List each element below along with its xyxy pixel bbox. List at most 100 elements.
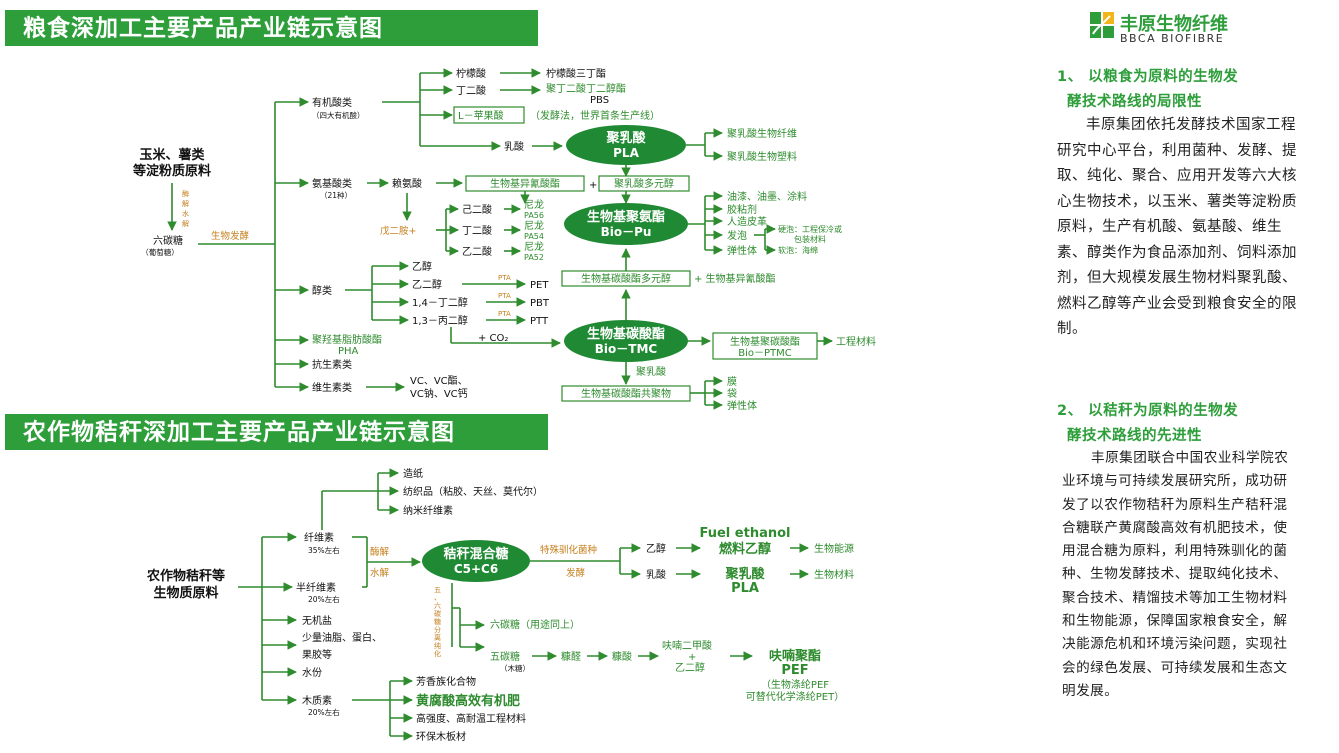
mixed-sugar-line1: 秸秆混合糖 [443, 546, 508, 562]
enzymolysis-label: 酶解 [370, 546, 390, 558]
fdca-line2: 乙二醇 [675, 661, 705, 674]
fdca-line1: 呋喃二甲酸 [662, 639, 712, 652]
oils-line1: 少量油脂、蛋白、 [302, 631, 382, 644]
grain-source-line2: 等淀粉质原料 [132, 163, 211, 179]
pbs-label-line1: 聚丁二酸丁二醇酯 [546, 82, 626, 95]
grain-chain: 玉米、薯类 等淀粉质原料 酶 解 水 解 六碳糖 （葡萄糖） 生物发酵 有机酸类… [132, 67, 876, 412]
vitamin-c-line2: VC钠、VC钙 [410, 387, 468, 400]
separation-char-7: 离 [434, 633, 441, 642]
eco-wood-board: 环保木板材 [416, 730, 466, 743]
polycarbonate-polyol: 生物基碳酸酯多元醇 [581, 272, 671, 285]
fuel-ethanol-cn: 燃料乙醇 [719, 541, 771, 557]
glucose-node: 六碳糖 [153, 234, 183, 247]
organic-acids-sub: （四大有机酸） [312, 110, 365, 120]
elastomer-product: 弹性体 [727, 399, 757, 412]
foam-hard-l1: 硬泡：工程保冷或 [778, 224, 842, 234]
vitamins-node: 维生素类 [312, 381, 352, 394]
section-heading-2-line2: 酵技术路线的先进性 [1067, 428, 1202, 444]
vitamin-c-line1: VC、VC酯、 [410, 375, 468, 387]
alcohols-node: 醇类 [312, 284, 332, 297]
lignin-pct: 20%左右 [308, 707, 340, 717]
succinic-acid: 丁二酸 [456, 84, 486, 97]
separation-char-6: 分 [434, 625, 441, 634]
foam-soft: 软泡：海绵 [778, 245, 818, 255]
ptmc-line1: 生物基聚碳酸酯 [730, 335, 800, 348]
oxalic-acid: 乙二酸 [462, 245, 492, 258]
pu-adhesive: 胶粘剂 [727, 203, 757, 216]
separation-char-4: 碳 [434, 609, 441, 618]
pta-label-1: PTA [498, 274, 511, 282]
industry-chain-diagram: 玉米、薯类 等淀粉质原料 酶 解 水 解 六碳糖 （葡萄糖） 生物发酵 有机酸类… [132, 67, 876, 743]
pla-fiber: 聚乳酸生物纤维 [727, 127, 797, 140]
pentanediamine: 戊二胺+ [380, 225, 416, 237]
section-heading-1-line1: 1、 以粮食为原料的生物发 [1057, 69, 1239, 85]
pta-label-2: PTA [498, 292, 511, 300]
amino-acids-node: 氨基酸类 [312, 177, 352, 190]
pu-oval-line2: Bio－Pu [601, 225, 652, 239]
straw-ethanol: 乙醇 [646, 542, 666, 555]
water-content: 水份 [302, 667, 322, 679]
hexose-use: 六碳糖（用途同上） [490, 618, 580, 631]
hydrolysis-label: 水解 [370, 567, 390, 579]
nylon-pa52-l2: PA52 [524, 253, 544, 262]
engineering-material: 工程材料 [836, 335, 876, 348]
pef-line1: 呋喃聚酯 [769, 648, 821, 664]
grain-source-line1: 玉米、薯类 [139, 147, 205, 163]
enzyme-char-4: 解 [182, 219, 189, 228]
pu-leather: 人造皮革 [727, 215, 767, 228]
hemicellulose-node: 半纤维素 [296, 581, 336, 594]
pbt-product: PBT [530, 298, 550, 309]
ethanol: 乙醇 [412, 260, 432, 273]
straw-pla-cn: 聚乳酸 [724, 566, 765, 582]
straw-diagram-title-banner: 农作物秸秆深加工主要产品产业链示意图 [5, 414, 548, 450]
special-strain-label: 特殊驯化菌种 [540, 544, 597, 556]
nylon-pa54-l1: 尼龙 [524, 219, 544, 232]
leaf-square-logo [1090, 12, 1114, 38]
copolymer: 生物基碳酸酯共聚物 [581, 387, 671, 400]
separation-char-3: 六 [434, 601, 441, 610]
separation-char-2: 、 [434, 594, 441, 602]
ethylene-glycol: 乙二醇 [412, 278, 442, 291]
grain-diagram-title-banner: 粮食深加工主要产品产业链示意图 [5, 10, 538, 46]
straw-pla-en: PLA [731, 581, 759, 596]
amino-acids-sub: （21种） [320, 190, 352, 200]
malic-note: （发酵法，世界首条生产线） [530, 109, 660, 122]
enzyme-char-1: 酶 [182, 189, 189, 198]
tmc-oval-line2: Bio－TMC [595, 342, 658, 356]
lactic-acid: 乳酸 [504, 140, 524, 153]
oils-line2: 果胶等 [302, 648, 332, 661]
cellulose-node: 纤维素 [304, 531, 334, 544]
pla-copolymer-label: 聚乳酸 [636, 365, 666, 378]
ptt-product: PTT [530, 316, 549, 327]
section-heading-2: 2、 以秸秆为原料的生物发 酵技术路线的先进性 [1057, 399, 1317, 449]
citric-product: 柠檬酸三丁酯 [546, 67, 606, 80]
straw-ferment-label: 发酵 [566, 567, 586, 579]
tmc-oval [564, 320, 688, 362]
straw-source-line1: 农作物秸秆等 [146, 568, 225, 584]
mixed-sugar-oval [422, 540, 530, 582]
citric-acid: 柠檬酸 [456, 67, 486, 80]
pu-foam: 发泡 [727, 229, 747, 242]
nylon-pa56-l2: PA56 [524, 211, 544, 220]
pet-product: PET [530, 280, 549, 291]
pentose-sub: （木糖） [500, 663, 530, 673]
separation-char-5: 糖 [434, 617, 441, 626]
pu-paint: 油漆、油墨、涂料 [727, 190, 807, 203]
pef-note-line1: （生物涤纶PEF [761, 678, 829, 691]
straw-lactic: 乳酸 [646, 568, 666, 581]
logo-en-text: BBCA BIOFIBRE [1120, 32, 1225, 45]
mixed-sugar-line2: C5+C6 [454, 562, 498, 576]
butanediol: 1,4－丁二醇 [412, 296, 468, 309]
pla-polyol-box [598, 175, 690, 192]
aromatic-compounds: 芳香族化合物 [416, 675, 476, 688]
furfural: 糠醛 [561, 650, 581, 663]
organic-acids-node: 有机酸类 [312, 96, 352, 109]
pla-oval-line1: 聚乳酸 [605, 130, 646, 146]
section-paragraph-1: 丰原集团依托发酵技术国家工程研究中心平台，利用菌种、发酵、提取、纯化、聚合、应用… [1057, 117, 1297, 337]
enzyme-char-3: 水 [182, 209, 189, 218]
co2-label: + CO₂ [478, 333, 508, 344]
logo-cn-text: 丰原生物纤维 [1120, 14, 1228, 35]
plus-isocyanate: + 生物基异氰酸酯 [694, 272, 776, 285]
nylon-pa56-l1: 尼龙 [524, 198, 544, 211]
pla-plastic: 聚乳酸生物塑料 [727, 150, 797, 163]
